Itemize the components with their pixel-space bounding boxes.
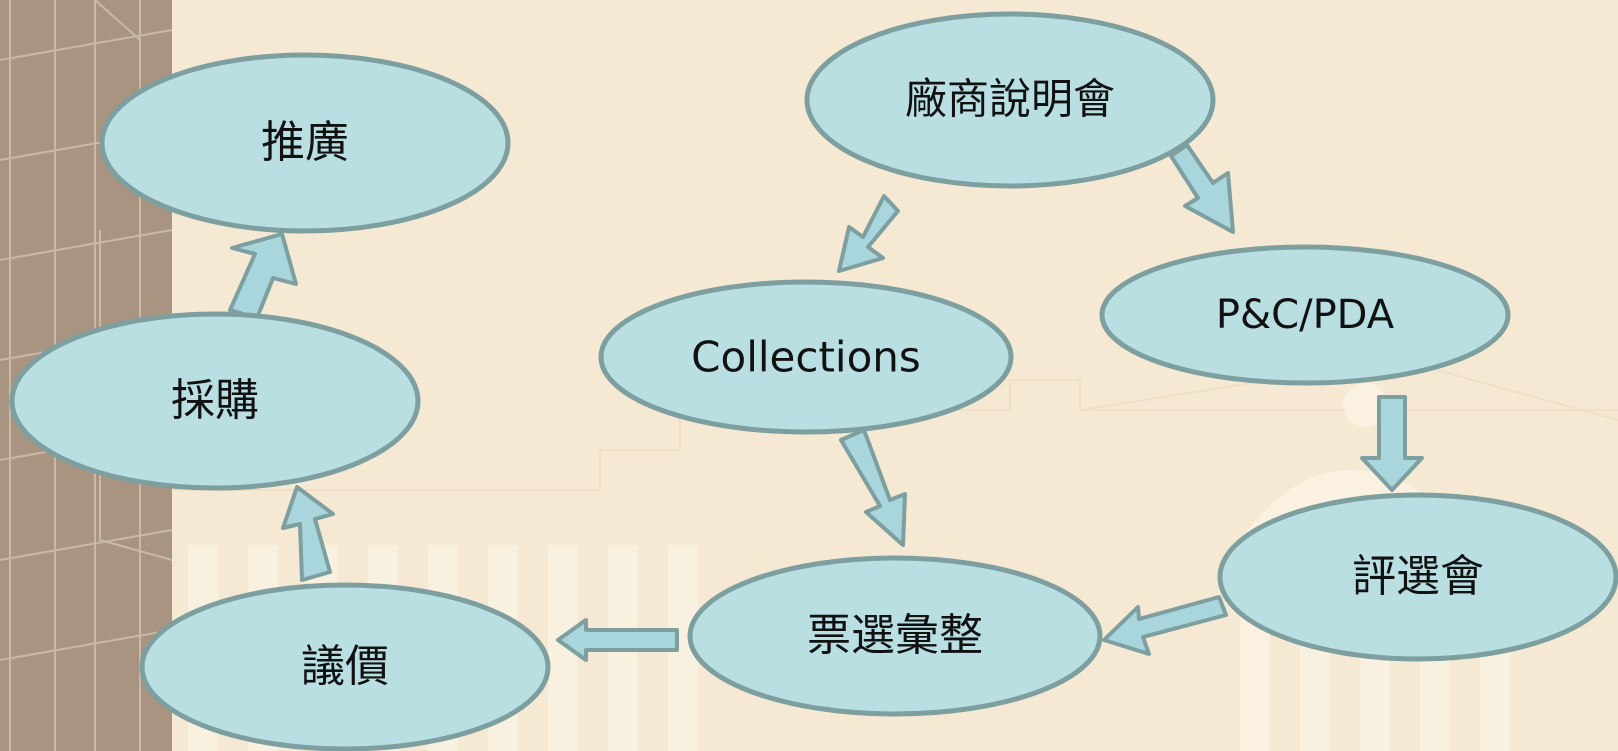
node-label-promotion: 推廣: [261, 117, 349, 168]
arrow-collections-to-votecompile: [839, 428, 907, 547]
arrow-evaluation-to-votecompile: [1102, 595, 1228, 656]
node-label-pc-pda: P&C/PDA: [1216, 292, 1395, 338]
node-evaluation-meeting: 評選會: [1217, 492, 1618, 662]
arrows: [228, 143, 1424, 662]
arrow-briefing-to-collections: [837, 194, 900, 273]
node-label-collections: Collections: [691, 333, 921, 382]
node-pc-pda: P&C/PDA: [1099, 244, 1511, 386]
node-vote-compile: 票選彙整: [687, 555, 1103, 717]
node-label-vote-compile: 票選彙整: [807, 610, 983, 661]
node-label-vendor-briefing: 廠商說明會: [905, 75, 1115, 124]
node-label-price-negotiation: 議價: [301, 641, 389, 692]
arrow-briefing-to-pcpda: [1169, 143, 1235, 234]
arrow-negotiation-to-procurement: [281, 485, 335, 582]
node-collections: Collections: [598, 279, 1014, 435]
node-price-negotiation: 議價: [139, 582, 551, 751]
node-promotion: 推廣: [99, 52, 511, 234]
arrow-procurement-to-promotion: [228, 232, 298, 320]
arrow-pcpda-to-evaluation: [1360, 395, 1424, 492]
node-vendor-briefing: 廠商說明會: [804, 11, 1216, 189]
node-label-evaluation-meeting: 評選會: [1352, 551, 1484, 602]
node-label-procurement: 採購: [171, 375, 259, 426]
arrow-votecompile-to-negotiation: [556, 618, 679, 662]
node-procurement: 採購: [9, 311, 421, 491]
